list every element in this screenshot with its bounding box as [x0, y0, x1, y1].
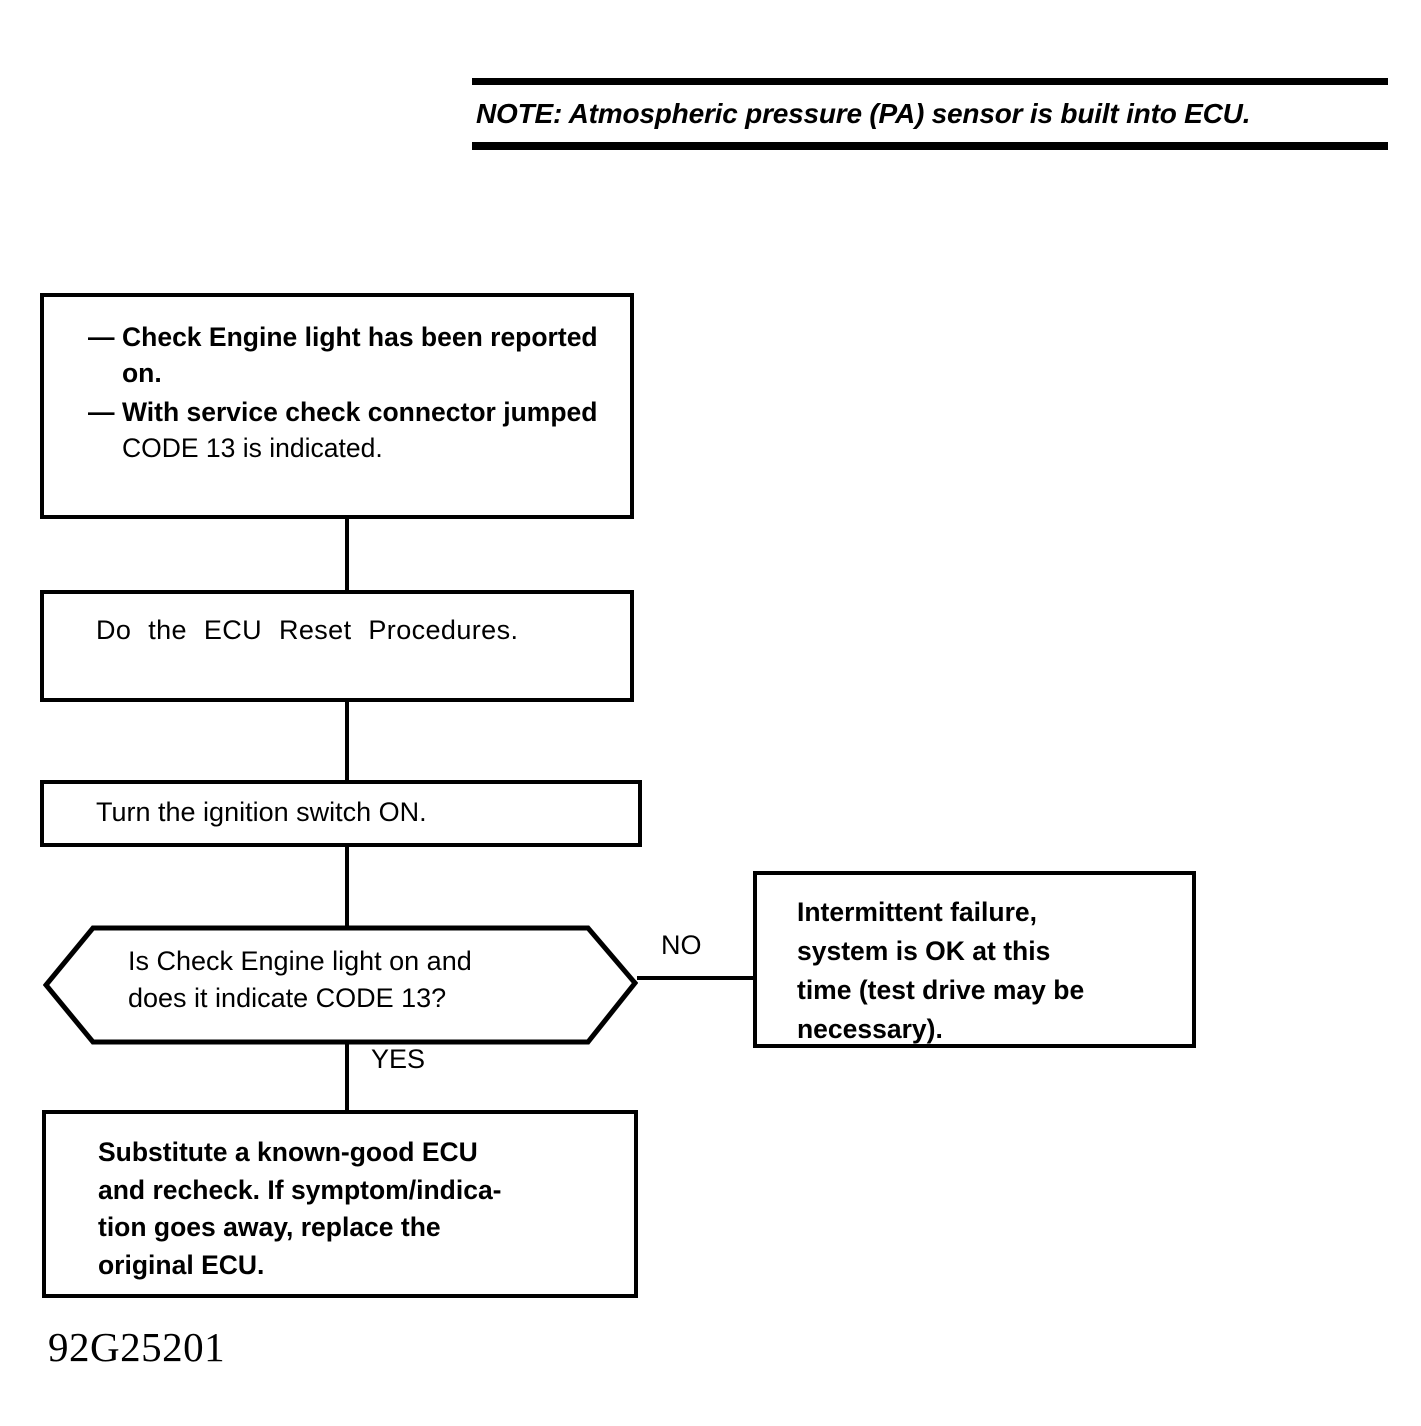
intermittent-text: Intermittent failure, system is OK at th… [757, 875, 1192, 1049]
bullet-2-regular: CODE 13 is indicated. [122, 432, 383, 463]
bullet-1-bold: Check Engine light has been reported on. [122, 322, 598, 389]
list-item: — Check Engine light has been reported o… [88, 319, 612, 392]
decision-hexagon: Is Check Engine light on and does it ind… [43, 925, 638, 1045]
substitute-ecu-box: Substitute a known-good ECU and recheck.… [42, 1110, 638, 1298]
substitute-line-4: original ECU. [98, 1249, 265, 1280]
list-item: — With service check connector jumped CO… [88, 394, 612, 467]
ignition-text: Turn the ignition switch ON. [96, 797, 427, 827]
dash-marker: — [88, 322, 115, 352]
note-banner: NOTE: Atmospheric pressure (PA) sensor i… [472, 78, 1388, 150]
substitute-line-1: Substitute a known-good ECU [98, 1137, 478, 1167]
intermittent-line-1: Intermittent failure, [797, 897, 1038, 927]
symptom-box: — Check Engine light has been reported o… [40, 293, 634, 519]
note-rule-top [472, 78, 1388, 85]
substitute-line-3: tion goes away, replace the [98, 1212, 441, 1243]
ecu-reset-text: Do the ECU Reset Procedures. [96, 615, 519, 645]
hexagon-shape [43, 925, 638, 1045]
connector-symptom-to-reset [345, 517, 349, 592]
ignition-box: Turn the ignition switch ON. [40, 780, 642, 847]
substitute-text: Substitute a known-good ECU and recheck.… [46, 1114, 634, 1285]
symptom-bullet-list: — Check Engine light has been reported o… [44, 297, 630, 466]
decision-line-2: does it indicate CODE 13? [128, 983, 447, 1014]
branch-label-no: NO [661, 930, 702, 960]
symptom-bullet-2-text: With service check connector jumped CODE… [122, 394, 612, 467]
intermittent-line-3: time (test drive may be [797, 974, 1085, 1005]
symptom-bullet-1-text: Check Engine light has been reported on. [122, 319, 612, 392]
intermittent-line-4: necessary). [797, 1013, 943, 1044]
intermittent-failure-box: Intermittent failure, system is OK at th… [753, 871, 1196, 1048]
connector-reset-to-ignition [345, 700, 349, 782]
note-rule-bottom [472, 142, 1388, 150]
connector-no-branch [637, 976, 755, 980]
decision-text: Is Check Engine light on and does it ind… [128, 943, 568, 1018]
intermittent-line-2: system is OK at this [797, 935, 1051, 966]
connector-ignition-to-decision [345, 845, 349, 927]
branch-label-yes: YES [371, 1044, 426, 1074]
note-text: NOTE: Atmospheric pressure (PA) sensor i… [476, 98, 1251, 129]
decision-line-1: Is Check Engine light on and [128, 946, 472, 976]
figure-id-caption: 92G25201 [48, 1324, 226, 1370]
bullet-2-bold: With service check connector jumped [122, 396, 598, 427]
dash-marker: — [88, 396, 115, 427]
substitute-line-2: and recheck. If symptom/indica- [98, 1174, 502, 1205]
connector-yes-branch [345, 1042, 349, 1112]
ecu-reset-box: Do the ECU Reset Procedures. [40, 590, 634, 702]
